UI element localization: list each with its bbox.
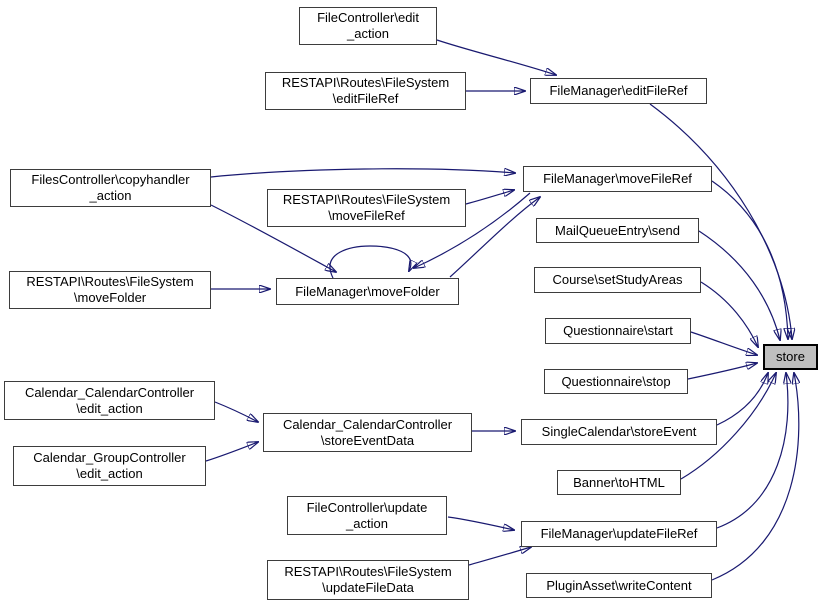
node-label-line: RESTAPI\Routes\FileSystem xyxy=(284,564,452,579)
node-label-line: _action xyxy=(346,515,388,531)
node-filemanager-edit-fileref[interactable]: FileManager\editFileRef xyxy=(530,78,707,104)
node-label-line: FilesController\copyhandler xyxy=(31,172,190,187)
edge-fc-edit-action-to-fm-edit-fileref xyxy=(436,39,556,75)
node-label-line: Course\setStudyAreas xyxy=(552,272,683,287)
edge-questionnaire-start-to-store xyxy=(690,331,757,355)
node-label-line: FileManager\editFileRef xyxy=(549,83,688,98)
node-label-line: FileManager\moveFileRef xyxy=(543,171,692,186)
edge-ra-move-fileref-to-fm-move-fileref xyxy=(465,190,514,205)
node-label-line: \edit_action xyxy=(76,400,143,416)
node-store[interactable]: store xyxy=(763,344,818,370)
edge-files-copyhandler-to-fm-move-folder xyxy=(210,204,336,272)
edge-fm-edit-fileref-to-store xyxy=(649,103,792,339)
edge-fm-move-folder-to-fm-move-fileref xyxy=(449,197,540,278)
node-course-set-study-areas[interactable]: Course\setStudyAreas xyxy=(534,267,701,293)
node-label-line: Questionnaire\start xyxy=(563,323,673,338)
node-label-line: \moveFolder xyxy=(73,290,147,305)
node-label-line: \editFileRef xyxy=(332,91,399,106)
edge-fm-move-folder-self-loop xyxy=(329,245,411,279)
edge-ra-update-filedata-to-fm-update-fileref xyxy=(468,547,531,566)
node-label-line: _action xyxy=(89,188,132,203)
node-label-line: MailQueueEntry\send xyxy=(554,222,680,238)
node-label-line: \moveFileRef xyxy=(328,208,405,223)
node-label-line: PluginAsset\writeContent xyxy=(546,577,692,593)
edge-fc-update-action-to-fm-update-fileref xyxy=(447,516,514,530)
node-banner-tohtml[interactable]: Banner\toHTML xyxy=(557,470,681,495)
edge-cc-edit-action-to-cc-store-event-data xyxy=(214,401,258,422)
node-label-line: Banner\toHTML xyxy=(573,474,665,490)
node-file-controller-edit-action[interactable]: FileController\edit _action xyxy=(299,7,437,45)
node-mailqueueentry-send[interactable]: MailQueueEntry\send xyxy=(536,218,699,243)
node-label-line: \edit_action xyxy=(76,466,143,481)
node-label-line: Calendar_CalendarController xyxy=(24,384,195,400)
node-label-line: RESTAPI\Routes\FileSystem xyxy=(26,274,194,289)
node-restapi-edit-fileref[interactable]: RESTAPI\Routes\FileSystem \editFileRef xyxy=(265,72,466,110)
node-label-line: RESTAPI\Routes\FileSystem xyxy=(281,75,450,90)
node-filemanager-move-fileref[interactable]: FileManager\moveFileRef xyxy=(523,166,712,192)
edge-questionnaire-stop-to-store xyxy=(687,363,757,380)
node-label-line: Calendar_CalendarController xyxy=(282,416,453,432)
edge-mail-send-to-store xyxy=(698,230,780,340)
node-restapi-move-folder[interactable]: RESTAPI\Routes\FileSystem \moveFolder xyxy=(9,271,211,309)
node-calendar-calendarcontroller-edit-action[interactable]: Calendar_CalendarController \edit_action xyxy=(4,381,215,420)
node-calendar-groupcontroller-edit-action[interactable]: Calendar_GroupController \edit_action xyxy=(13,446,206,486)
node-label-line: SingleCalendar\storeEvent xyxy=(541,424,697,439)
node-file-controller-update-action[interactable]: FileController\update _action xyxy=(287,496,447,535)
node-pluginasset-write-content[interactable]: PluginAsset\writeContent xyxy=(526,573,712,598)
edge-files-copyhandler-to-fm-move-fileref xyxy=(210,169,515,178)
node-label-line: _action xyxy=(347,26,389,41)
node-questionnaire-start[interactable]: Questionnaire\start xyxy=(545,318,691,344)
edge-cg-edit-action-to-cc-store-event-data xyxy=(205,442,258,462)
node-label-line: Calendar_GroupController xyxy=(33,450,186,465)
edge-course-set-study-areas-to-store xyxy=(700,281,758,347)
node-label-line: FileManager\moveFolder xyxy=(295,283,440,299)
node-label-line: FileController\update xyxy=(306,499,428,515)
node-restapi-move-fileref[interactable]: RESTAPI\Routes\FileSystem \moveFileRef xyxy=(267,189,466,227)
node-filemanager-update-fileref[interactable]: FileManager\updateFileRef xyxy=(521,521,717,547)
node-calendar-calendarcontroller-store-event-data[interactable]: Calendar_CalendarController \storeEventD… xyxy=(263,413,472,452)
node-label-line: FileController\edit xyxy=(317,10,419,25)
node-label-line: RESTAPI\Routes\FileSystem xyxy=(282,192,451,207)
node-label-line: FileManager\updateFileRef xyxy=(540,526,698,541)
node-questionnaire-stop[interactable]: Questionnaire\stop xyxy=(544,369,688,394)
edge-fm-update-fileref-to-store xyxy=(716,373,788,529)
node-filemanager-move-folder[interactable]: FileManager\moveFolder xyxy=(276,278,459,305)
node-singlecalendar-store-event[interactable]: SingleCalendar\storeEvent xyxy=(521,419,717,445)
node-label-line: \storeEventData xyxy=(320,432,415,448)
edge-fm-move-fileref-to-fm-move-folder xyxy=(414,192,531,268)
edge-banner-tohtml-to-store xyxy=(680,373,776,480)
node-label-line: store xyxy=(776,349,805,364)
edge-fm-move-fileref-to-store xyxy=(711,180,788,339)
edge-plugin-write-content-to-store xyxy=(711,373,799,581)
node-filescontroller-copyhandler-action[interactable]: FilesController\copyhandler _action xyxy=(10,169,211,207)
node-label-line: Questionnaire\stop xyxy=(561,373,671,389)
node-restapi-update-filedata[interactable]: RESTAPI\Routes\FileSystem \updateFileDat… xyxy=(267,560,469,600)
node-label-line: \updateFileData xyxy=(322,580,414,595)
edge-sc-store-event-to-store xyxy=(716,373,768,426)
